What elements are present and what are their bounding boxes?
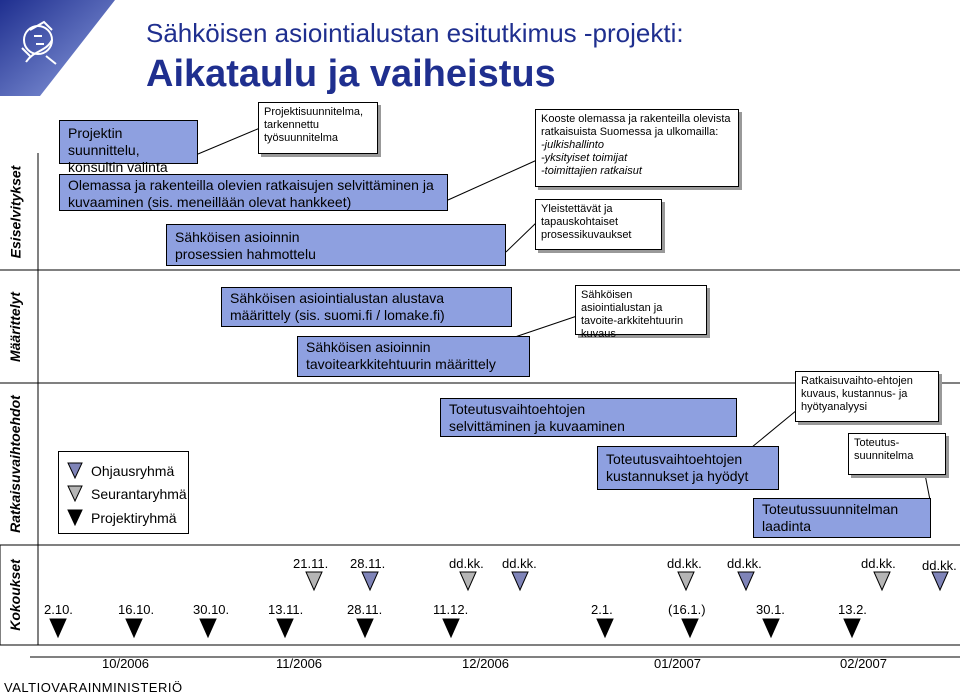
legend: Ohjausryhmä Seurantaryhmä Projektiryhmä	[58, 451, 189, 534]
meeting-date: 28.11.	[347, 602, 383, 617]
month-label: 10/2006	[102, 656, 149, 671]
legend-item-ohjausryhma: Ohjausryhmä	[67, 462, 174, 479]
month-label: 02/2007	[840, 656, 887, 671]
triangle-down-icon	[681, 618, 699, 639]
task-olemassa-ratkaisut: Olemassa ja rakenteilla olevien ratkaisu…	[59, 174, 448, 211]
meeting-date: 2.10.	[44, 602, 73, 617]
triangle-down-icon	[596, 618, 614, 639]
meeting-date: 30.1.	[756, 602, 785, 617]
meeting-date: dd.kk.	[449, 556, 484, 571]
triangle-down-icon	[305, 571, 323, 592]
triangle-down-icon	[843, 618, 861, 639]
meeting-date: dd.kk.	[861, 556, 896, 571]
meeting-date: 16.10.	[118, 602, 155, 617]
note-tavoitearkkitehtuurin-kuvaus: Sähköisen asiointialustan ja tavoite-ark…	[575, 285, 707, 340]
triangle-down-icon	[442, 618, 460, 639]
meeting-date: 11.12.	[433, 602, 469, 617]
meeting-date: (16.1.)	[668, 602, 706, 617]
task-toteutusvaihtoehtojen-selvittaminen: Toteutusvaihtoehtojen selvittäminen ja k…	[440, 398, 737, 437]
triangle-down-icon	[931, 571, 949, 592]
triangle-down-icon	[67, 485, 83, 502]
task-alustava-maarittely: Sähköisen asiointialustan alustava määri…	[221, 287, 512, 327]
triangle-down-icon	[356, 618, 374, 639]
ministry-name: VALTIOVARAINMINISTERIÖ	[4, 680, 183, 695]
meeting-date: 13.2.	[838, 602, 867, 617]
month-label: 11/2006	[276, 656, 323, 671]
task-tavoitearkkitehtuuri: Sähköisen asioinnin tavoitearkkitehtuuri…	[297, 336, 530, 377]
task-projektin-suunnittelu: Projektin suunnittelu, konsultin valinta	[59, 120, 198, 175]
triangle-down-icon	[361, 571, 379, 592]
ministry-logo	[0, 0, 115, 96]
note-yleistettavat: Yleistettävät ja tapauskohtaiset prosess…	[535, 199, 662, 250]
lion-emblem-icon	[21, 20, 57, 65]
triangle-down-icon	[125, 618, 143, 639]
triangle-down-icon	[873, 571, 891, 592]
month-label: 01/2007	[654, 656, 701, 671]
note-toteutussuunnitelma: Toteutus-suunnitelma	[848, 433, 946, 475]
meeting-date: dd.kk.	[502, 556, 537, 571]
triangle-down-icon	[67, 462, 83, 479]
meeting-date: dd.kk.	[667, 556, 702, 571]
task-toteutussuunnitelman-laadinta: Toteutussuunnitelman laadinta	[753, 498, 931, 538]
meeting-date: dd.kk.	[922, 558, 957, 573]
triangle-down-icon	[511, 571, 529, 592]
note-kooste: Kooste olemassa ja rakenteilla olevista …	[535, 109, 739, 187]
page-subtitle: Sähköisen asiointialustan esitutkimus -p…	[146, 18, 684, 48]
triangle-down-icon	[677, 571, 695, 592]
task-prosessien-hahmottelu: Sähköisen asioinnin prosessien hahmottel…	[166, 224, 506, 266]
meeting-date: 13.11.	[268, 602, 304, 617]
note-projektisuunnitelma: Projektisuunnitelma, tarkennettu työsuun…	[258, 102, 378, 154]
triangle-down-icon	[199, 618, 217, 639]
triangle-down-icon	[737, 571, 755, 592]
month-label: 12/2006	[462, 656, 509, 671]
legend-item-seurantaryhma: Seurantaryhmä	[67, 485, 187, 502]
task-toteutusvaihtoehtojen-kustannukset: Toteutusvaihtoehtojen kustannukset ja hy…	[597, 446, 779, 490]
meeting-date: 28.11.	[350, 556, 386, 571]
triangle-down-icon	[49, 618, 67, 639]
legend-item-projektiryhma: Projektiryhmä	[67, 509, 177, 526]
meeting-date: dd.kk.	[727, 556, 762, 571]
triangle-down-icon	[276, 618, 294, 639]
meeting-date: 30.10.	[193, 602, 230, 617]
triangle-down-icon	[762, 618, 780, 639]
meeting-date: 2.1.	[591, 602, 613, 617]
note-ratkaisuvaihto: Ratkaisuvaihto-ehtojen kuvaus, kustannus…	[795, 371, 939, 422]
triangle-down-icon	[459, 571, 477, 592]
page-title: Aikataulu ja vaiheistus	[146, 53, 556, 95]
triangle-down-icon	[67, 509, 83, 526]
meeting-date: 21.11.	[293, 556, 329, 571]
